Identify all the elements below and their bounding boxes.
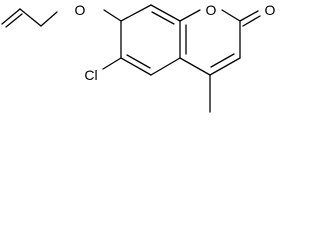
atom-ether-oxygen: O: [75, 2, 86, 18]
bond-ether-o-c7: [103, 9, 122, 22]
bond-allyl-terminal-double: [1, 8, 21, 25]
bond-c7-c8: [120, 4, 152, 22]
bond-allyl-ch-ch2: [19, 8, 42, 27]
atom-carbonyl-oxygen: O: [265, 2, 276, 18]
bonds: [1, 4, 261, 113]
atom-labels: O O O Cl: [75, 2, 276, 83]
structure-canvas: O O O Cl: [1, 2, 276, 113]
bond-c3-c4: [209, 57, 241, 76]
bond-o1-c2: [221, 9, 241, 22]
molecule-diagram: O O O Cl: [1, 2, 276, 113]
bond-c6-cl: [102, 57, 122, 70]
bond-c4a-c5: [150, 57, 181, 76]
bond-allyl-ch2-o: [40, 11, 58, 27]
bond-c5-c6: [120, 57, 152, 76]
bond-allyl-terminal-double-inner: [5, 13, 23, 28]
bond-c3-c4-inner: [210, 53, 235, 68]
bond-c8a-o1: [179, 9, 201, 22]
atom-chlorine: Cl: [84, 67, 97, 83]
bond-c8-c8a: [150, 4, 181, 22]
bond-c2-carbonyl-o: [239, 10, 259, 22]
bond-c5-c6-inner: [126, 54, 151, 69]
atom-ring-oxygen: O: [206, 2, 217, 18]
bond-c8-c8a-inner: [151, 11, 175, 25]
bond-c4-c4a: [179, 57, 211, 76]
bond-c2-carbonyl-o-inner: [242, 15, 261, 27]
